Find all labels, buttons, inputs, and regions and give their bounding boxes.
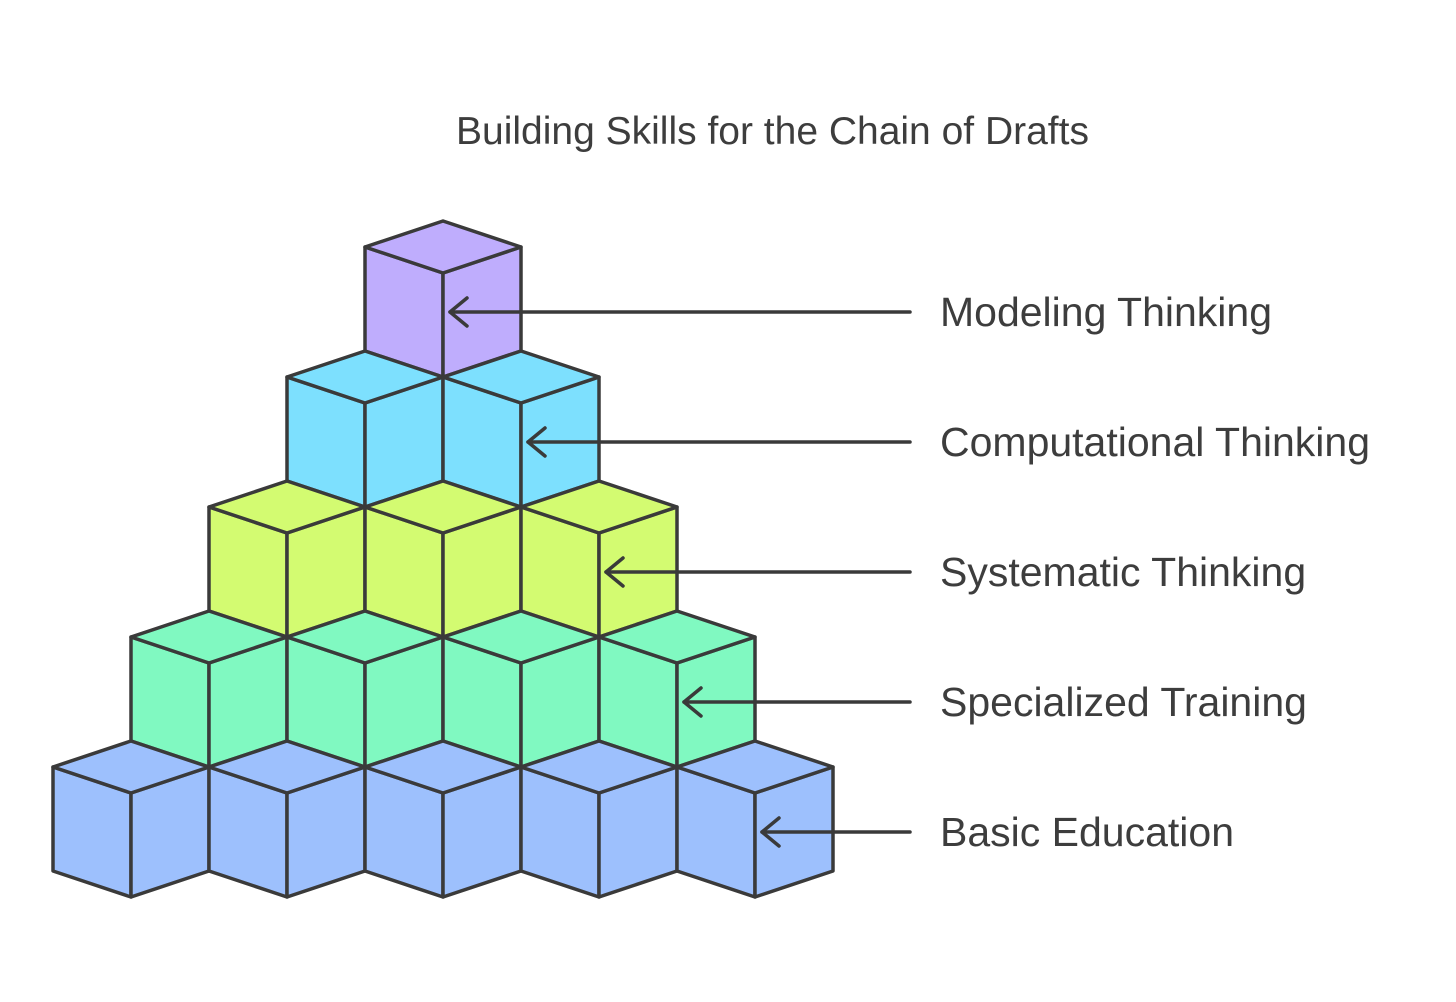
tier-label-5: Modeling Thinking (940, 289, 1272, 335)
cube-tier-4-1 (285, 349, 445, 509)
arrowhead-tier-2 (682, 686, 703, 718)
cube-top-face (363, 479, 523, 535)
cube-top-face (363, 739, 523, 795)
cube-tier-1-5 (675, 739, 835, 899)
cube-top-face (441, 609, 601, 665)
cube-top-face (363, 219, 523, 275)
cube-tier-3-1 (207, 479, 367, 639)
cube-tier-1-2 (207, 739, 367, 899)
cube-tier-2-1 (129, 609, 289, 769)
cube-tier-3-3 (519, 479, 679, 639)
cube-top-face (51, 739, 211, 795)
tier-label-4: Computational Thinking (940, 419, 1370, 465)
cube-tier-1-1 (51, 739, 211, 899)
cube-top-face (285, 609, 445, 665)
cube-top-face (129, 609, 289, 665)
cube-stack (51, 219, 835, 899)
cube-tier-2-4 (597, 609, 757, 769)
cube-tier-3-2 (363, 479, 523, 639)
cube-top-face (207, 479, 367, 535)
tier-label-2: Specialized Training (940, 679, 1307, 725)
cube-tier-2-3 (441, 609, 601, 769)
cube-tier-1-3 (363, 739, 523, 899)
cube-top-face (441, 349, 601, 405)
cube-tier-5-1 (363, 219, 523, 379)
cube-top-face (675, 739, 835, 795)
cube-top-face (597, 609, 757, 665)
cube-top-face (207, 739, 367, 795)
diagram-title: Building Skills for the Chain of Drafts (456, 110, 1089, 153)
cube-tier-4-2 (441, 349, 601, 509)
arrowhead-tier-5 (448, 296, 469, 328)
arrowhead-tier-1 (760, 816, 781, 848)
cube-top-face (519, 479, 679, 535)
tier-label-3: Systematic Thinking (940, 549, 1306, 595)
label-arrows (448, 296, 912, 848)
arrowhead-tier-3 (604, 556, 625, 588)
cube-tier-2-2 (285, 609, 445, 769)
cube-tier-1-4 (519, 739, 679, 899)
cube-top-face (285, 349, 445, 405)
tier-labels: Basic Education Specialized Training Syste… (940, 289, 1370, 855)
arrowhead-tier-4 (526, 426, 547, 458)
tier-label-1: Basic Education (940, 809, 1234, 855)
cube-top-face (519, 739, 679, 795)
